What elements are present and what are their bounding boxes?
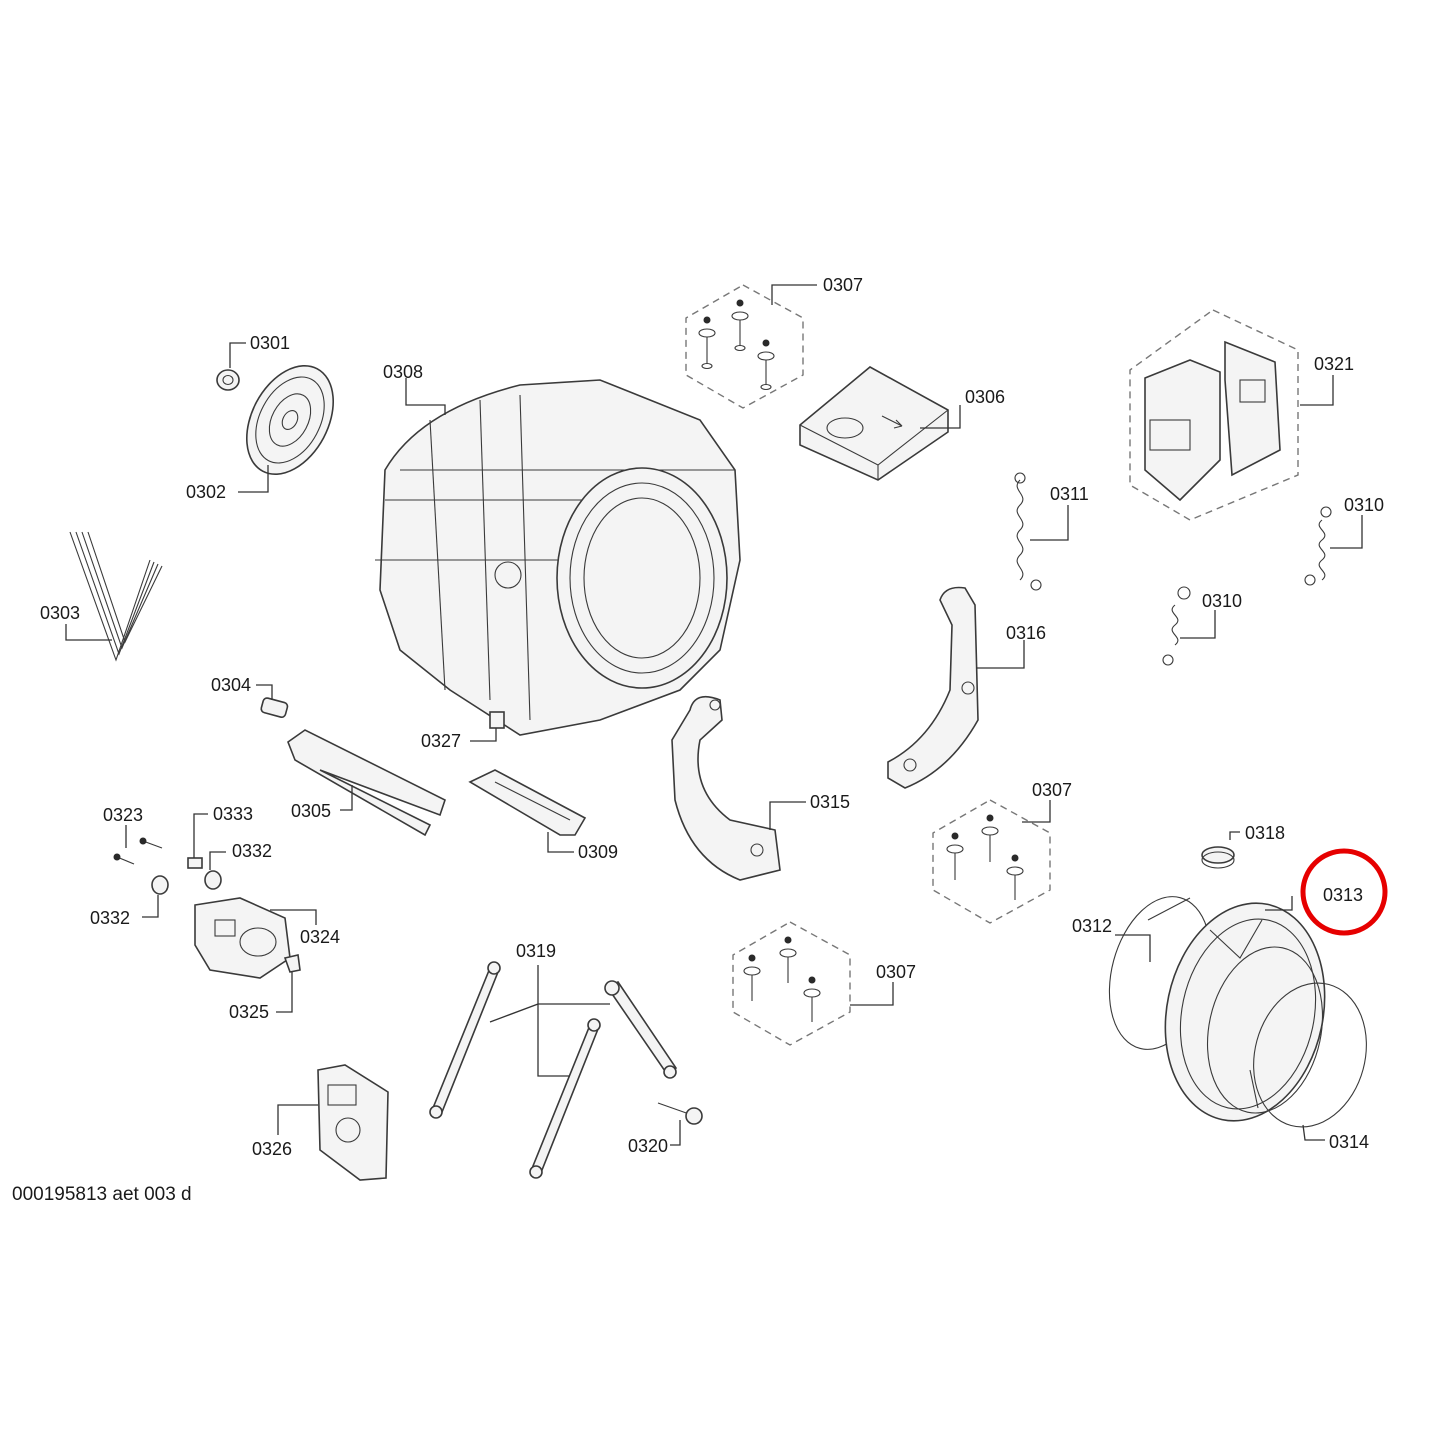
- part-0308-drum-tub[interactable]: [375, 378, 741, 736]
- label-0312[interactable]: 0312: [1072, 916, 1112, 936]
- label-0314[interactable]: 0314: [1329, 1132, 1369, 1152]
- part-0320-bolt[interactable]: [657, 1102, 703, 1146]
- part-0325-pump-clip[interactable]: [276, 954, 301, 1013]
- label-0327[interactable]: 0327: [421, 731, 461, 751]
- part-0327-clip[interactable]: [470, 711, 505, 742]
- part-0309-drum-lifter[interactable]: [468, 769, 587, 853]
- label-0302[interactable]: 0302: [186, 482, 226, 502]
- label-0313[interactable]: 0313: [1323, 885, 1363, 905]
- label-0315[interactable]: 0315: [810, 792, 850, 812]
- label-0304[interactable]: 0304: [211, 675, 251, 695]
- part-0333-clamp[interactable]: [187, 813, 208, 869]
- label-0308[interactable]: 0308: [383, 362, 423, 382]
- part-0310-spring-left[interactable]: [1162, 586, 1216, 666]
- part-0323-screws[interactable]: [113, 825, 163, 865]
- label-0316[interactable]: 0316: [1006, 623, 1046, 643]
- part-0310-spring-right[interactable]: [1304, 506, 1363, 586]
- part-0319-shock-absorbers[interactable]: [429, 961, 678, 1179]
- part-0313-door-seal[interactable]: [1146, 888, 1344, 1136]
- part-0315-counterweight[interactable]: [671, 695, 806, 881]
- label-0305[interactable]: 0305: [291, 801, 331, 821]
- label-0323[interactable]: 0323: [103, 805, 143, 825]
- part-0307-hardware-set-right[interactable]: [932, 799, 1051, 924]
- label-0309[interactable]: 0309: [578, 842, 618, 862]
- part-0311-spring[interactable]: [1014, 472, 1069, 591]
- part-0316-counterweight[interactable]: [887, 586, 1025, 789]
- label-0301[interactable]: 0301: [250, 333, 290, 353]
- label-0306[interactable]: 0306: [965, 387, 1005, 407]
- label-0325[interactable]: 0325: [229, 1002, 269, 1022]
- part-0314-clamp-ring[interactable]: [1238, 970, 1382, 1141]
- part-0321-control-module[interactable]: [1129, 309, 1334, 521]
- highlight-circle-0313: [1300, 848, 1388, 936]
- label-0321[interactable]: 0321: [1314, 354, 1354, 374]
- part-0332-seal-left[interactable]: [142, 875, 169, 918]
- label-0307-right[interactable]: 0307: [1032, 780, 1072, 800]
- part-0324-drain-pump[interactable]: [194, 897, 317, 979]
- part-0307-hardware-set-top[interactable]: [685, 284, 817, 409]
- part-0304-sensor[interactable]: [256, 684, 289, 718]
- label-0332-right[interactable]: 0332: [232, 841, 272, 861]
- part-0332-seal-right[interactable]: [204, 851, 226, 890]
- label-0310-right[interactable]: 0310: [1344, 495, 1384, 515]
- part-0303-drive-belt[interactable]: [65, 531, 163, 662]
- part-0305-heating-element[interactable]: [287, 729, 446, 837]
- document-code: 000195813 aet 003 d: [12, 1184, 192, 1205]
- part-0318-hose-clamp[interactable]: [1201, 831, 1240, 869]
- part-0307-hardware-set-bottom[interactable]: [732, 921, 894, 1046]
- label-0307-bottom[interactable]: 0307: [876, 962, 916, 982]
- part-0302-pulley[interactable]: [229, 351, 351, 493]
- label-0303[interactable]: 0303: [40, 603, 80, 623]
- label-0333[interactable]: 0333: [213, 804, 253, 824]
- label-0326[interactable]: 0326: [252, 1139, 292, 1159]
- label-0332-left[interactable]: 0332: [90, 908, 130, 928]
- label-0320[interactable]: 0320: [628, 1136, 668, 1156]
- part-0306-cover-panel[interactable]: [799, 366, 961, 481]
- label-0319[interactable]: 0319: [516, 941, 556, 961]
- label-0324[interactable]: 0324: [300, 927, 340, 947]
- part-0326-electronic-module[interactable]: [277, 1064, 389, 1181]
- label-0307-top[interactable]: 0307: [823, 275, 863, 295]
- label-0311[interactable]: 0311: [1050, 484, 1089, 504]
- part-0301-washer[interactable]: [216, 342, 246, 391]
- label-0310-left[interactable]: 0310: [1202, 591, 1242, 611]
- label-0318[interactable]: 0318: [1245, 823, 1285, 843]
